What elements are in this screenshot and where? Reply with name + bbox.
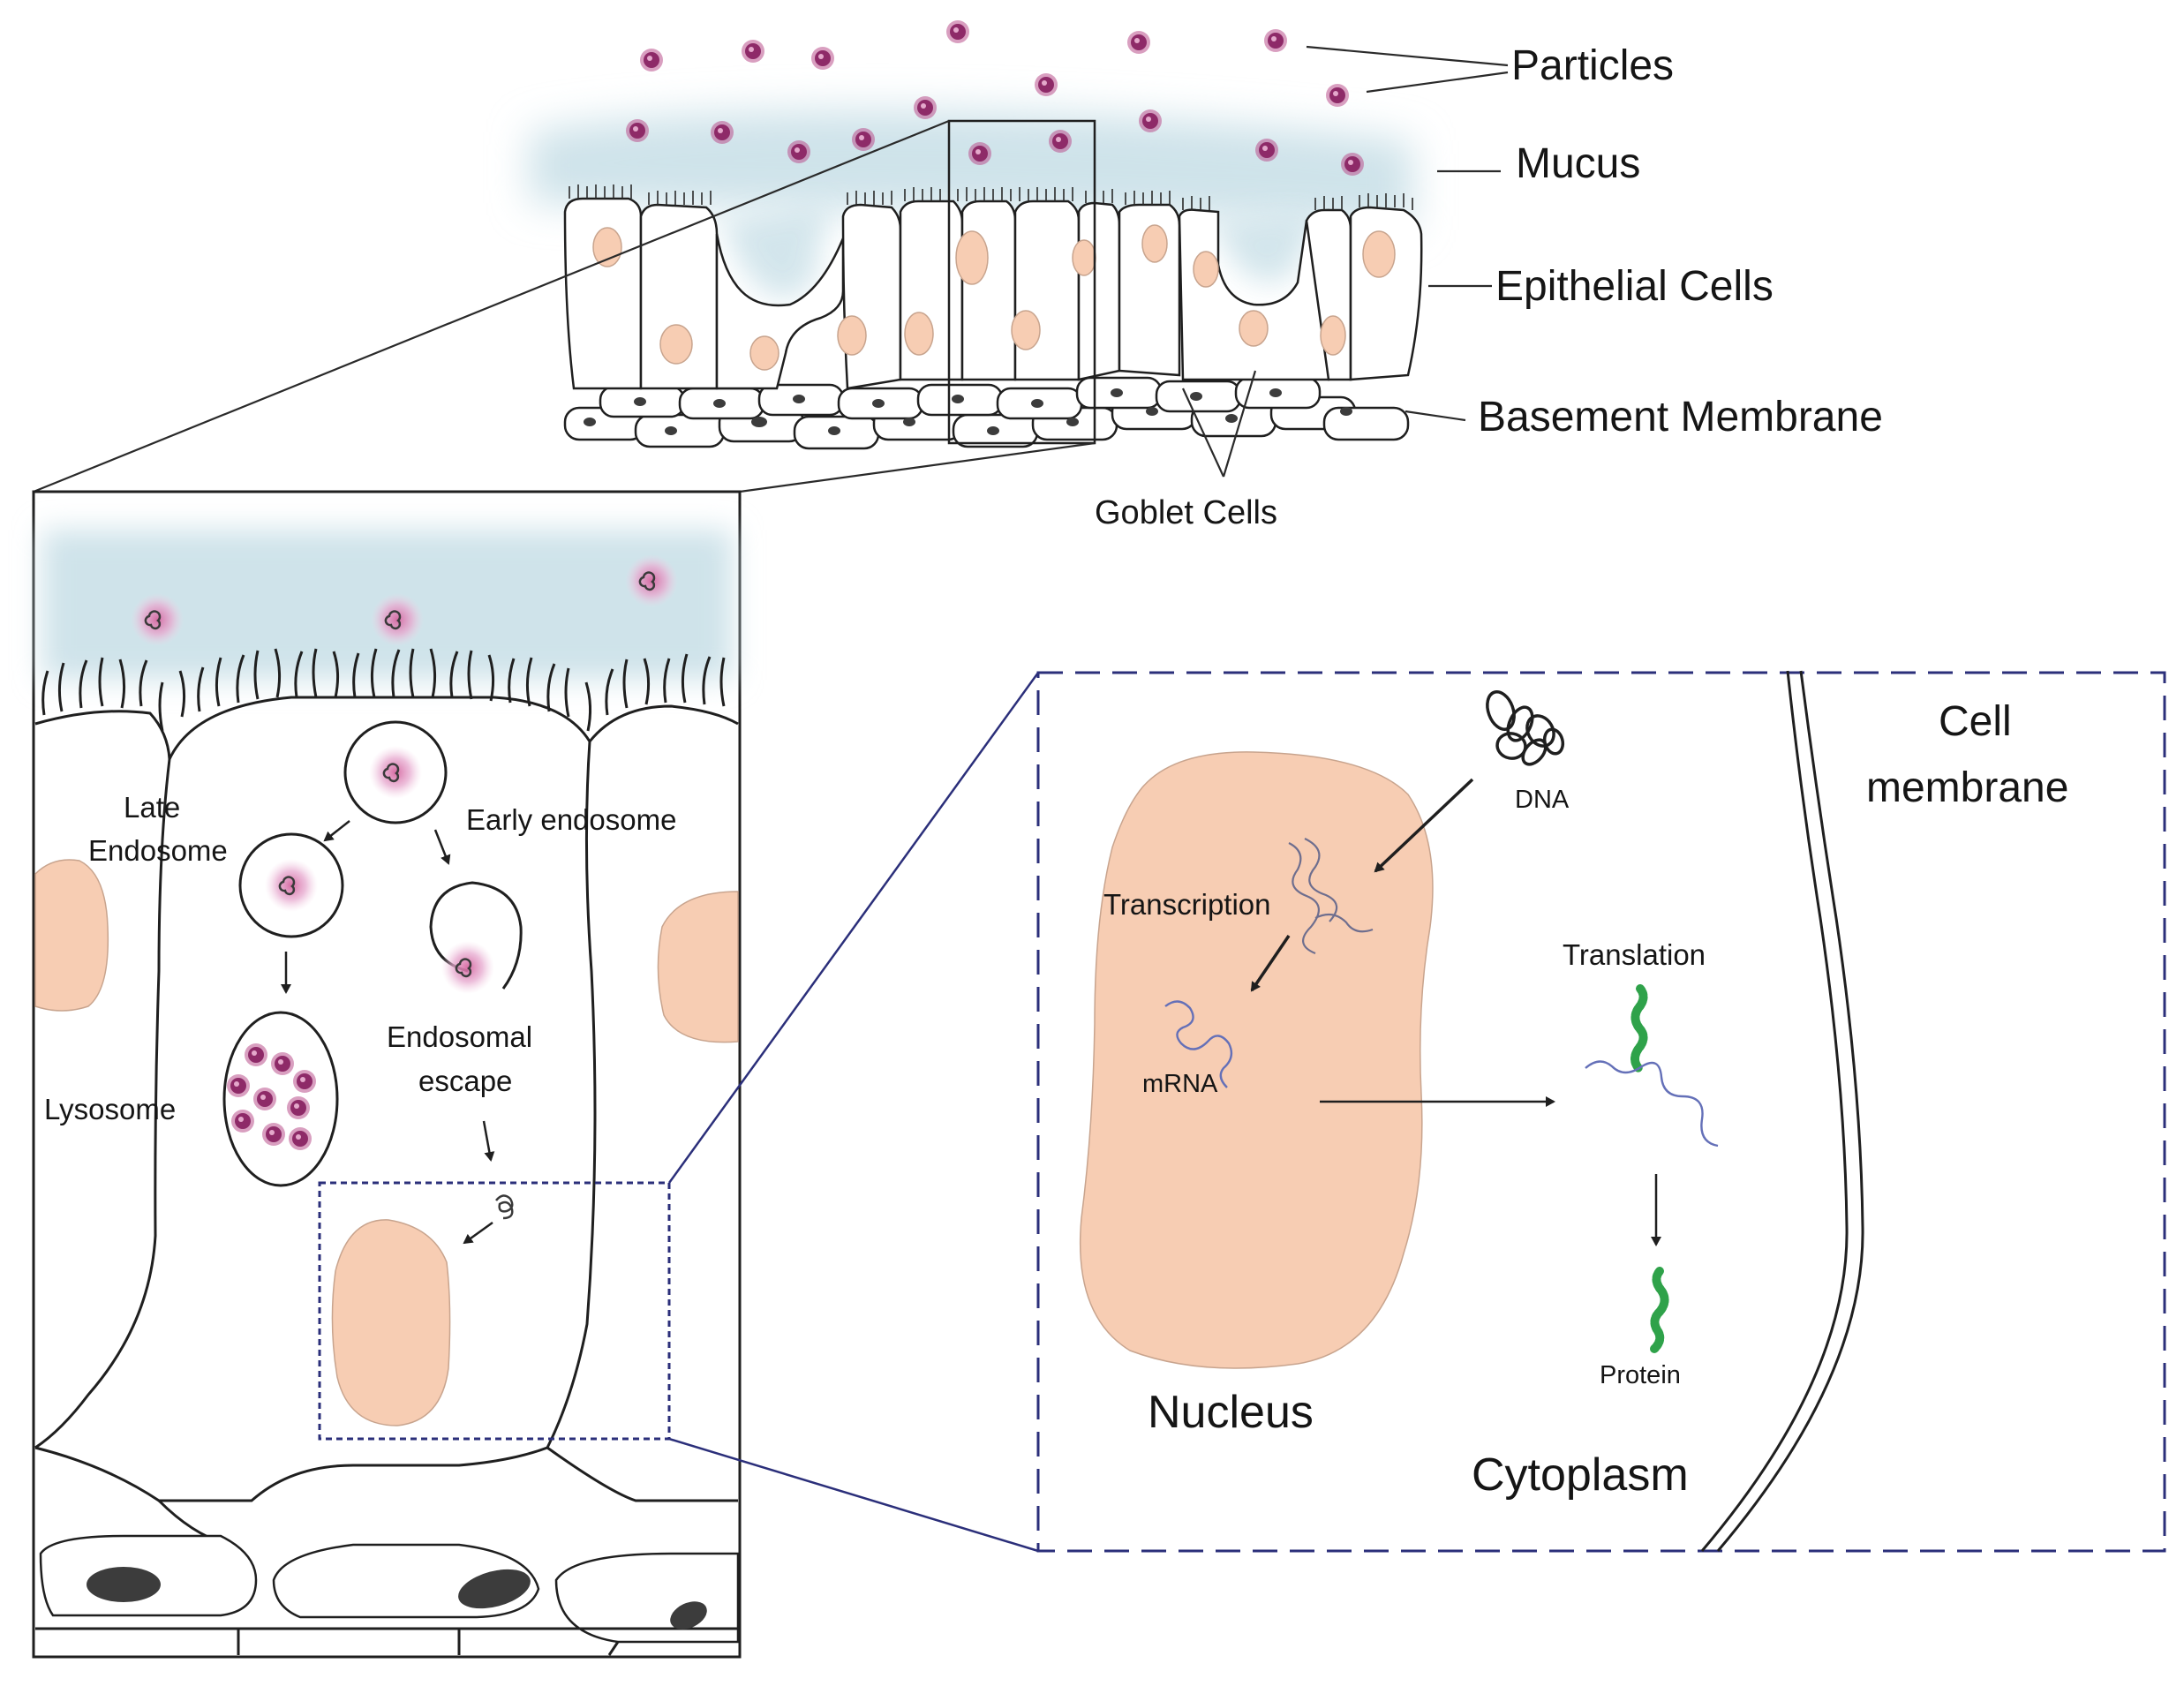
epithelium-overview (530, 20, 1423, 450)
lysosome (222, 1011, 339, 1187)
label-late-endosome-line2: Endosome (88, 834, 228, 867)
mucus-goblet-secretion-left (724, 203, 830, 298)
translated-mrna (1585, 1060, 1719, 1148)
label-endosomal-escape-line1: Endosomal (387, 1020, 532, 1053)
label-basement-membrane: Basement Membrane (1478, 394, 1883, 440)
transcription-arrow (1250, 935, 1291, 992)
particle-in-mucus (129, 591, 185, 648)
escaping-endosome (429, 881, 523, 990)
basal-nucleus (87, 1567, 161, 1602)
cell-borders-zoomed (34, 696, 739, 1547)
detail-projection-lines (667, 672, 1040, 1553)
label-goblet-cells: Goblet Cells (1095, 494, 1277, 531)
nucleus (1079, 751, 1434, 1369)
basal-nucleus (670, 1601, 707, 1630)
cilia-zoomed (41, 648, 726, 732)
epithelial-nuclei (592, 224, 1396, 371)
released-dna (495, 1194, 514, 1220)
dna-import-arrow (1374, 778, 1474, 873)
label-late-endosome-line1: Late (124, 791, 180, 824)
zoom-projection-lines (33, 119, 1096, 493)
label-endosomal-escape-line2: escape (418, 1065, 512, 1097)
label-mrna: mRNA (1142, 1070, 1218, 1098)
cell-membrane (1700, 670, 1864, 1552)
nascent-protein (1630, 984, 1648, 1073)
basal-nucleus (458, 1569, 531, 1609)
gene-expression-detail-panel: DNA Transcription mRNA Translation Prote… (1036, 670, 2166, 1553)
central-cell-nucleus (331, 1219, 451, 1426)
particle-in-mucus (623, 553, 680, 609)
label-translation: Translation (1563, 938, 1706, 971)
trafficking-arrows (281, 820, 495, 1245)
label-mucus: Mucus (1516, 140, 1640, 187)
label-protein: Protein (1600, 1361, 1681, 1389)
label-nucleus: Nucleus (1148, 1387, 1314, 1438)
dna-icon (1486, 690, 1565, 766)
magnified-cell-panel: Late Endosome Early endosome Endosomal e… (32, 490, 742, 1659)
label-particles: Particles (1511, 42, 1674, 89)
overview-labels: Particles Mucus Epithelial Cells Basemen… (1095, 42, 1883, 531)
zoom-region-box (947, 119, 1096, 445)
nucleus-zoom-box (318, 1181, 671, 1441)
label-cytoplasm: Cytoplasm (1472, 1449, 1689, 1501)
label-epithelial-cells: Epithelial Cells (1495, 263, 1774, 310)
label-dna: DNA (1515, 786, 1570, 814)
protein-icon (1650, 1267, 1669, 1353)
label-transcription: Transcription (1103, 888, 1271, 921)
nuclear-dna (1288, 838, 1374, 955)
label-cell-membrane-line2: membrane (1866, 764, 2068, 811)
left-cell-nucleus (34, 859, 109, 1012)
basal-cells-zoomed (35, 1534, 740, 1656)
mrna-strand (1164, 1000, 1233, 1088)
mucus-goblet-secretion-right (1218, 212, 1315, 283)
label-lysosome: Lysosome (44, 1093, 176, 1125)
label-early-endosome: Early endosome (466, 803, 676, 836)
right-cell-nucleus (657, 891, 739, 1043)
particle-in-mucus (369, 591, 426, 648)
label-cell-membrane-line1: Cell (1939, 698, 2012, 745)
